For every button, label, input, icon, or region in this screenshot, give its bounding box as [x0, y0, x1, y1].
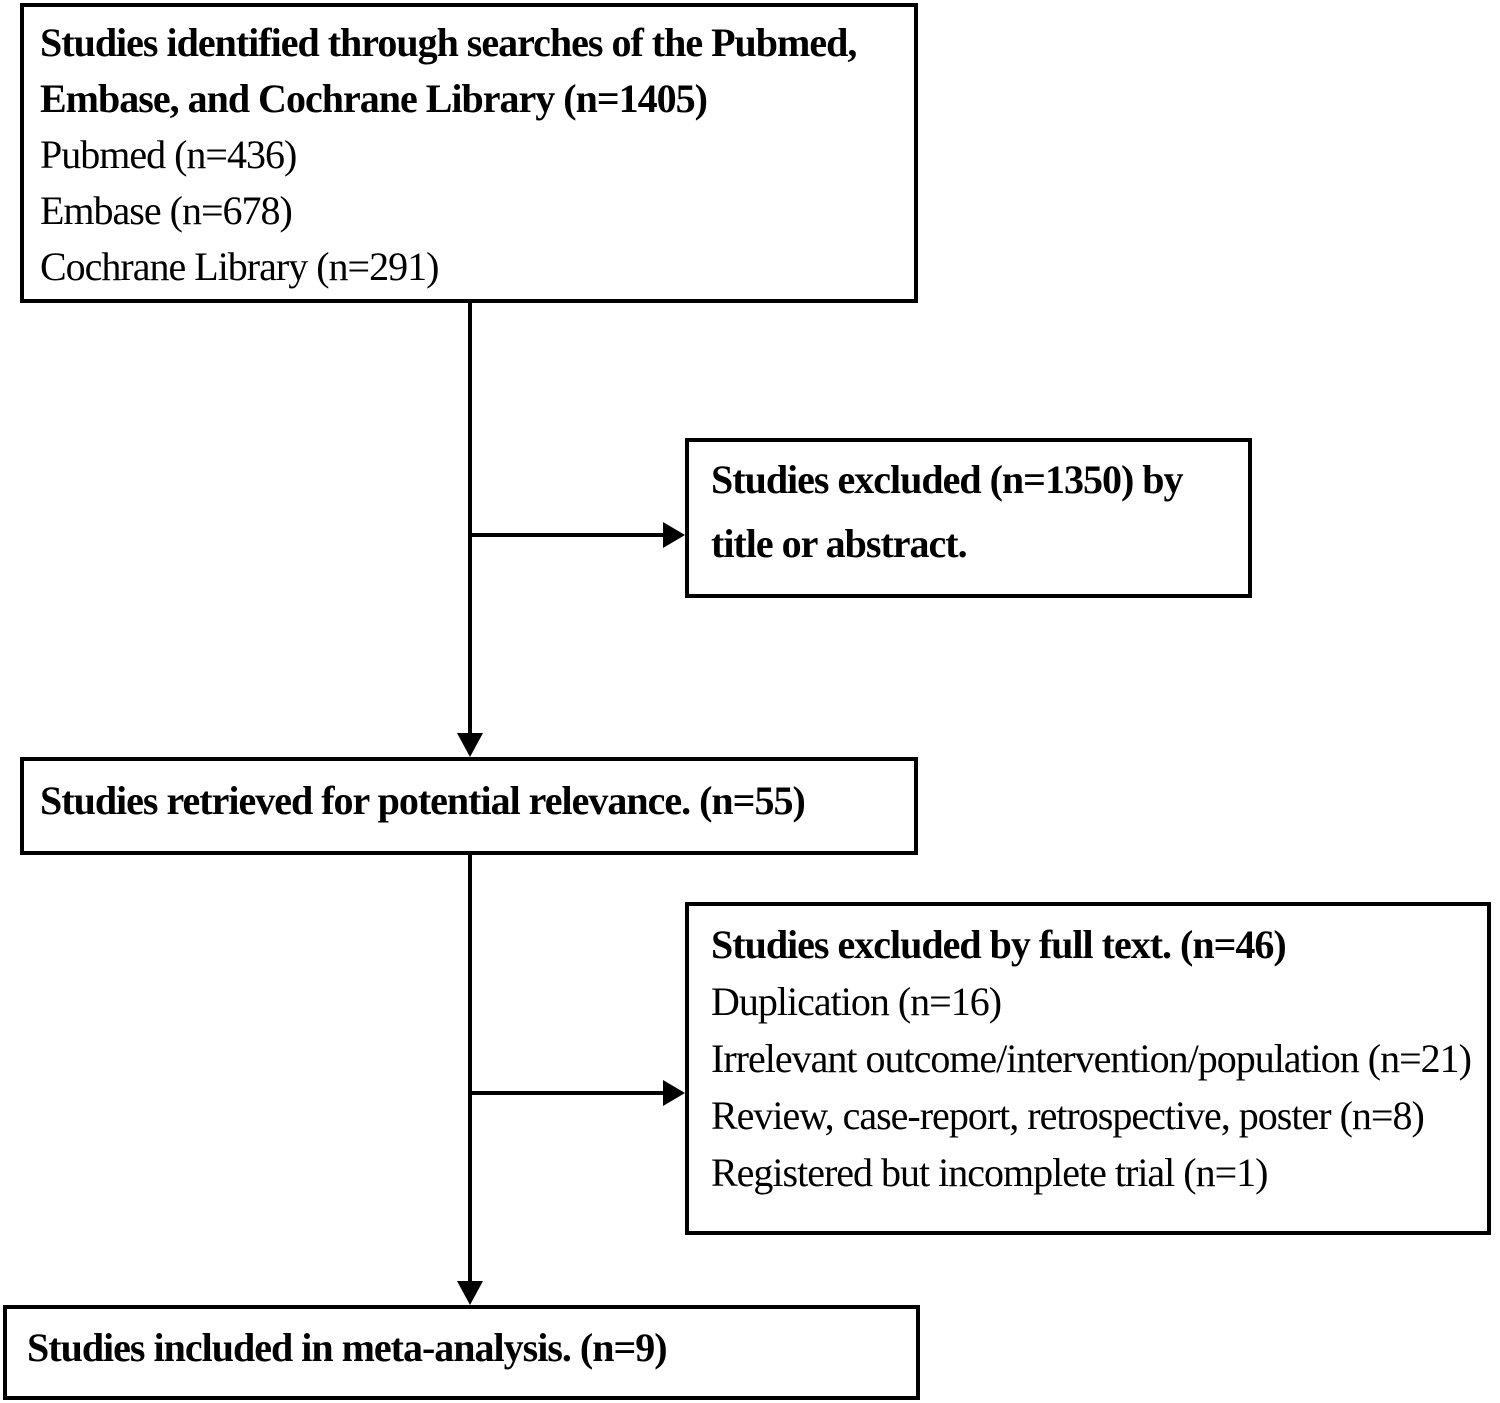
identification-title-line-1: Studies identified through searches of t… [40, 20, 857, 65]
connector-identification-to-retrieved [468, 303, 472, 733]
identification-source-embase: Embase (n=678) [40, 188, 293, 233]
excluded-title-abstract-line-1: Studies excluded (n=1350) by [711, 457, 1184, 502]
branch-to-excluded-full-text [470, 1091, 663, 1095]
retrieved-text: Studies retrieved for potential relevanc… [40, 778, 806, 823]
retrieved-box: Studies retrieved for potential relevanc… [20, 757, 918, 855]
arrowhead-down-retrieved [457, 733, 483, 757]
included-box: Studies included in meta-analysis. (n=9) [3, 1305, 920, 1400]
exclusion-reason-review: Review, case-report, retrospective, post… [711, 1093, 1425, 1138]
excluded-full-text-title: Studies excluded by full text. (n=46) [711, 922, 1287, 967]
branch-to-excluded-title-abstract [470, 533, 663, 537]
arrowhead-right-excluded-title-abstract [663, 522, 685, 548]
identification-title-line-2: Embase, and Cochrane Library (n=1405) [40, 76, 708, 121]
included-text: Studies included in meta-analysis. (n=9) [27, 1325, 668, 1370]
identification-box: Studies identified through searches of t… [20, 3, 918, 303]
excluded-full-text-box: Studies excluded by full text. (n=46) Du… [685, 902, 1491, 1235]
arrowhead-right-excluded-full-text [663, 1080, 685, 1106]
excluded-title-abstract-box: Studies excluded (n=1350) by title or ab… [685, 438, 1252, 598]
exclusion-reason-duplication: Duplication (n=16) [711, 979, 1002, 1024]
connector-retrieved-to-included [468, 853, 472, 1281]
exclusion-reason-irrelevant: Irrelevant outcome/intervention/populati… [711, 1036, 1472, 1081]
arrowhead-down-included [457, 1281, 483, 1305]
exclusion-reason-incomplete-trial: Registered but incomplete trial (n=1) [711, 1150, 1269, 1195]
excluded-title-abstract-line-2: title or abstract. [711, 521, 968, 566]
identification-source-pubmed: Pubmed (n=436) [40, 132, 297, 177]
identification-source-cochrane: Cochrane Library (n=291) [40, 244, 439, 289]
